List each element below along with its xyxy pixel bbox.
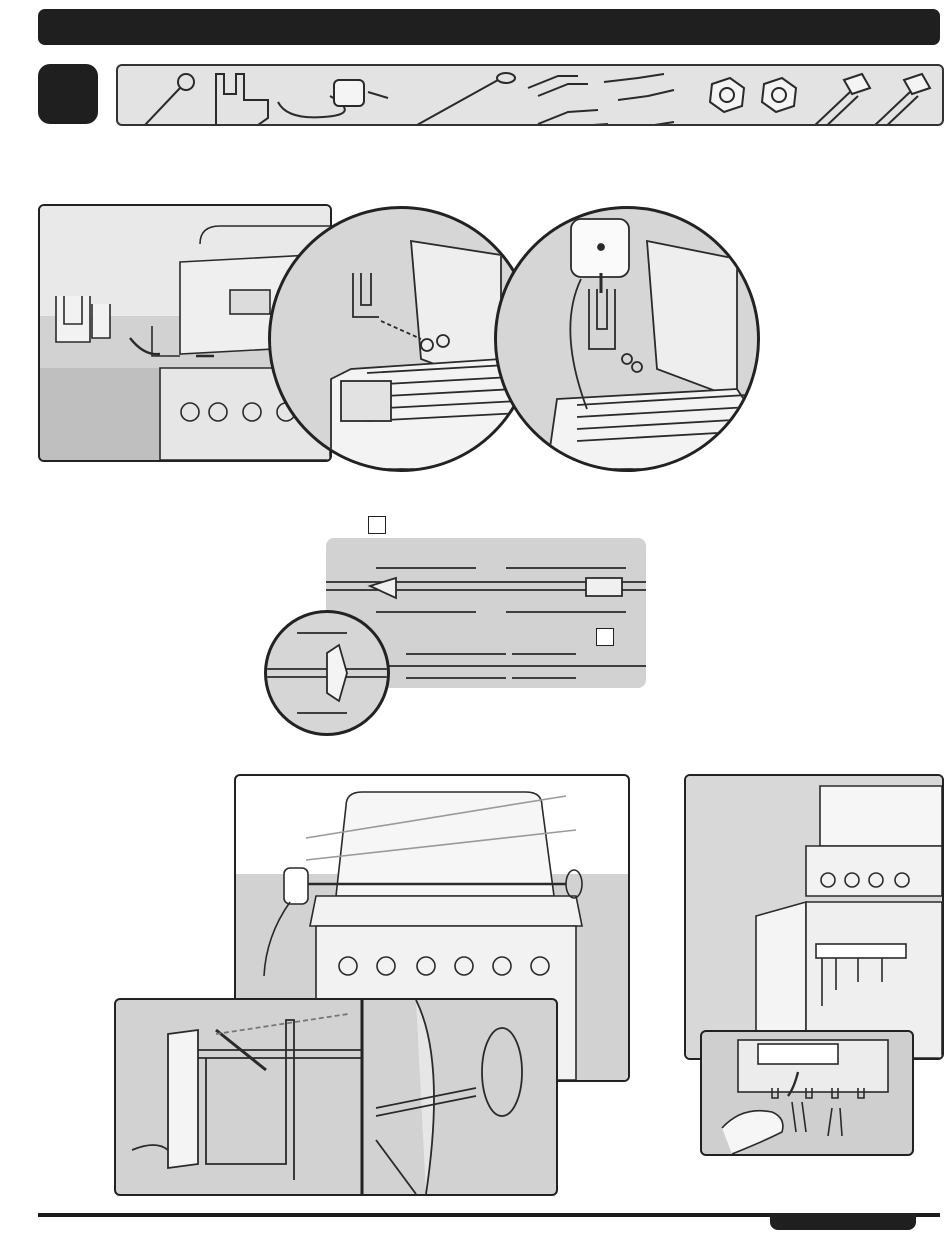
spit-fork-icon — [267, 613, 387, 733]
meat-fork-icon — [538, 110, 678, 124]
rotisserie-motor-icon — [278, 80, 388, 117]
motor-mount-figure — [494, 206, 760, 472]
fork-label-box-a — [368, 516, 386, 534]
fork-screw-detail — [264, 610, 390, 736]
spit-handle-icon — [376, 1000, 522, 1194]
storage-detail-figure — [700, 1030, 914, 1156]
spit-rod-icon — [354, 73, 515, 124]
parts-illustration — [118, 66, 942, 124]
storage-figure — [684, 774, 944, 1060]
hanging-forks-icon — [702, 1032, 912, 1154]
step-badge — [38, 64, 98, 124]
bolt-icon — [872, 74, 930, 124]
hex-nut-icon — [762, 78, 796, 112]
motor-mount-icon — [497, 209, 757, 469]
motor-end-icon — [116, 1000, 556, 1194]
motor-bracket-icon — [216, 74, 268, 124]
page-number-tab — [770, 1213, 916, 1230]
wrench-icon — [131, 74, 194, 124]
meat-fork-icon — [528, 74, 674, 100]
parts-strip — [116, 64, 944, 126]
spit-end-details-figure — [114, 998, 558, 1196]
header-bar — [38, 9, 940, 45]
hex-nut-icon — [710, 78, 744, 112]
cabinet-storage-icon — [686, 776, 942, 1058]
bolt-detail-icon — [271, 209, 531, 469]
fork-label-box-b — [596, 628, 614, 646]
bolt-icon — [812, 74, 870, 124]
